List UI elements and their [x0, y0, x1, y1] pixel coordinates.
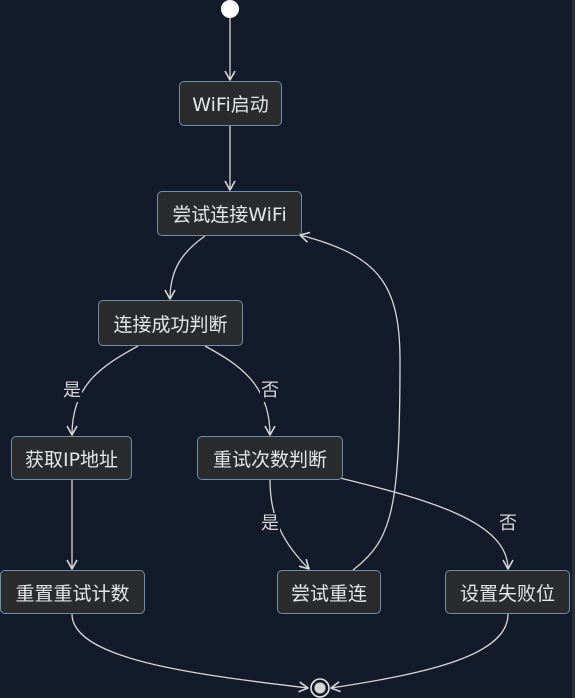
edge-label-connect-no: 否 [260, 380, 280, 402]
edge-label-retry-yes: 是 [260, 513, 280, 535]
edge-retry-check-to-try-reconnect [269, 479, 310, 570]
state-try-connect-wifi[interactable]: 尝试连接WiFi [157, 191, 302, 236]
state-reset-retry-count[interactable]: 重置重试计数 [0, 570, 145, 614]
edge-set-fail-to-end [330, 613, 509, 693]
edge-try-connect-to-connect-check [164, 235, 206, 300]
state-get-ip-address[interactable]: 获取IP地址 [11, 436, 132, 480]
edge-label-connect-yes: 是 [62, 380, 82, 402]
state-wifi-start[interactable]: WiFi启动 [179, 81, 282, 126]
edge-connect-check-to-retry-check [204, 345, 276, 436]
end-state [310, 678, 330, 698]
start-state [221, 0, 239, 18]
state-retry-count-check[interactable]: 重试次数判断 [197, 436, 343, 480]
state-set-fail-flag[interactable]: 设置失败位 [445, 570, 570, 614]
edge-try-reconnect-to-try-connect [299, 231, 401, 571]
edge-connect-check-to-get-ip [66, 345, 139, 436]
edge-retry-check-to-set-fail [339, 477, 514, 570]
state-connect-success-check[interactable]: 连接成功判断 [98, 300, 243, 346]
state-try-reconnect[interactable]: 尝试重连 [277, 570, 381, 614]
edge-reset-retry-to-end [71, 613, 309, 693]
edge-label-retry-no: 否 [498, 513, 518, 535]
window-edge [572, 0, 575, 698]
